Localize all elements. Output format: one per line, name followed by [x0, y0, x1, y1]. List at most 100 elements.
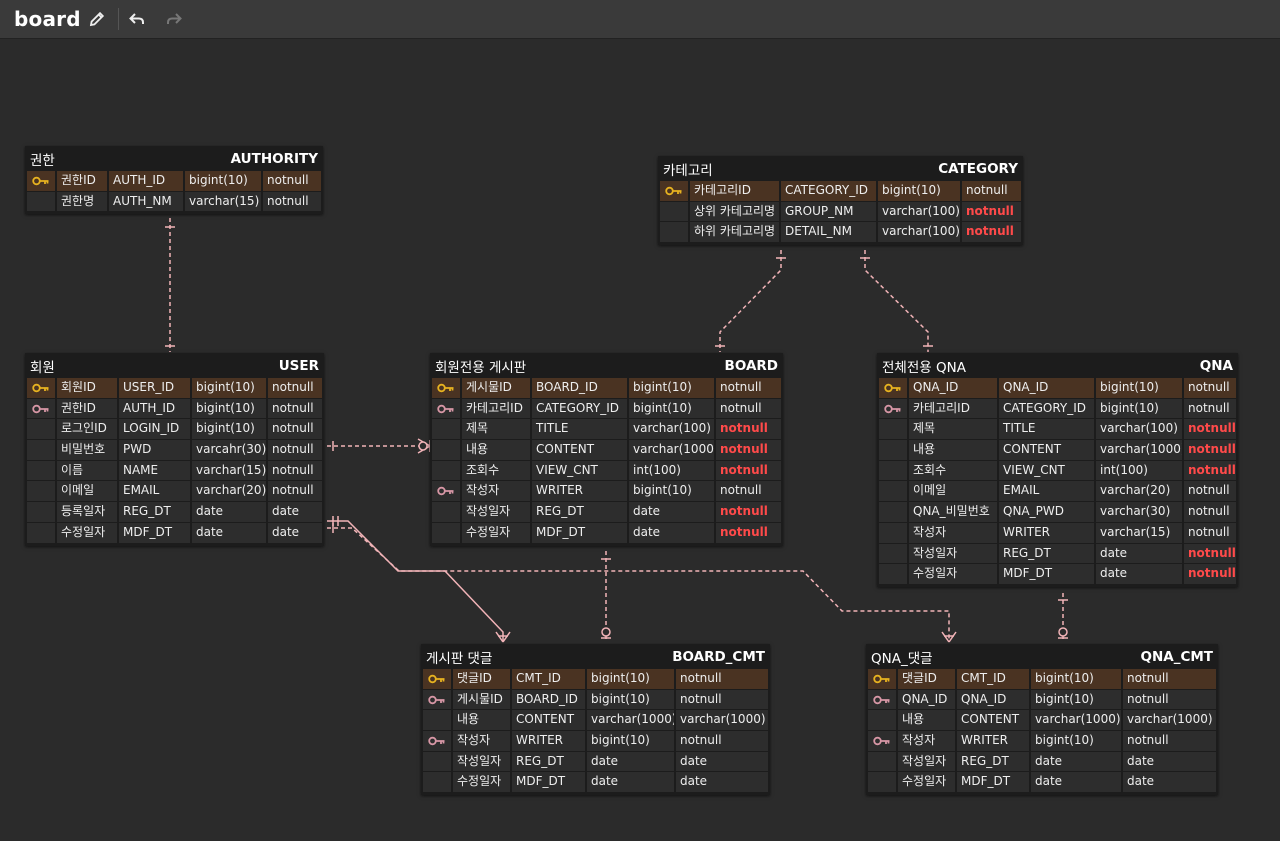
pencil-icon[interactable]	[86, 8, 108, 30]
data-type: varchar(30)	[1096, 502, 1182, 522]
constraint: notnull	[716, 398, 781, 419]
rel-category-qna[interactable]	[860, 250, 933, 352]
logical-column-name: 조회수	[909, 460, 997, 481]
logical-column-name: 내용	[453, 710, 510, 731]
logical-column-name: 댓글ID	[453, 669, 510, 689]
diagram-title[interactable]: board	[14, 7, 81, 31]
rel-user-board[interactable]	[327, 438, 431, 454]
data-type: date	[587, 751, 674, 772]
logical-column-name: 카테고리ID	[690, 181, 779, 201]
physical-column-name: CATEGORY_ID	[532, 398, 627, 419]
logical-name: 회원전용 게시판	[435, 359, 527, 376]
physical-column-name: REG_DT	[999, 543, 1094, 564]
redo-icon[interactable]	[163, 8, 185, 30]
foreign-key-icon	[868, 689, 896, 710]
physical-column-name: MDF_DT	[999, 564, 1094, 584]
constraint: notnull	[716, 481, 781, 502]
constraint: notnull	[962, 181, 1021, 201]
key-cell-empty	[432, 502, 460, 522]
logical-column-name: 작성일자	[453, 751, 510, 772]
logical-column-name: 작성일자	[462, 502, 530, 522]
rel-category-board[interactable]	[715, 250, 786, 352]
constraint: notnull	[716, 378, 781, 398]
data-type: bigint(10)	[1031, 669, 1121, 689]
constraint: notnull	[1123, 669, 1216, 689]
data-type: bigint(10)	[878, 181, 960, 201]
data-type: date	[1096, 564, 1182, 584]
physical-column-name: VIEW_CNT	[532, 460, 627, 481]
logical-column-name: 수정일자	[898, 772, 955, 793]
logical-column-name: 댓글ID	[898, 669, 955, 689]
data-type: bigint(10)	[629, 398, 714, 419]
data-type: date	[587, 772, 674, 793]
rel-user-qnacmt[interactable]	[327, 523, 957, 643]
logical-name: QNA_댓글	[871, 650, 933, 667]
physical-column-name: TITLE	[532, 419, 627, 440]
data-type: bigint(10)	[192, 398, 266, 419]
logical-column-name: 이름	[57, 460, 117, 481]
rel-qna-qnacmt[interactable]	[1058, 593, 1068, 642]
rel-board-boardcmt[interactable]	[601, 551, 611, 642]
physical-column-name: AUTH_ID	[109, 171, 183, 191]
key-cell-empty	[879, 522, 907, 543]
data-type: int(100)	[629, 460, 714, 481]
physical-column-name: WRITER	[957, 731, 1029, 751]
rel-authority-user[interactable]	[165, 218, 175, 352]
constraint: notnull	[268, 440, 322, 460]
physical-column-name: MDF_DT	[957, 772, 1029, 793]
foreign-key-icon	[423, 731, 451, 751]
constraint: notnull	[962, 222, 1021, 243]
undo-icon[interactable]	[126, 8, 148, 30]
